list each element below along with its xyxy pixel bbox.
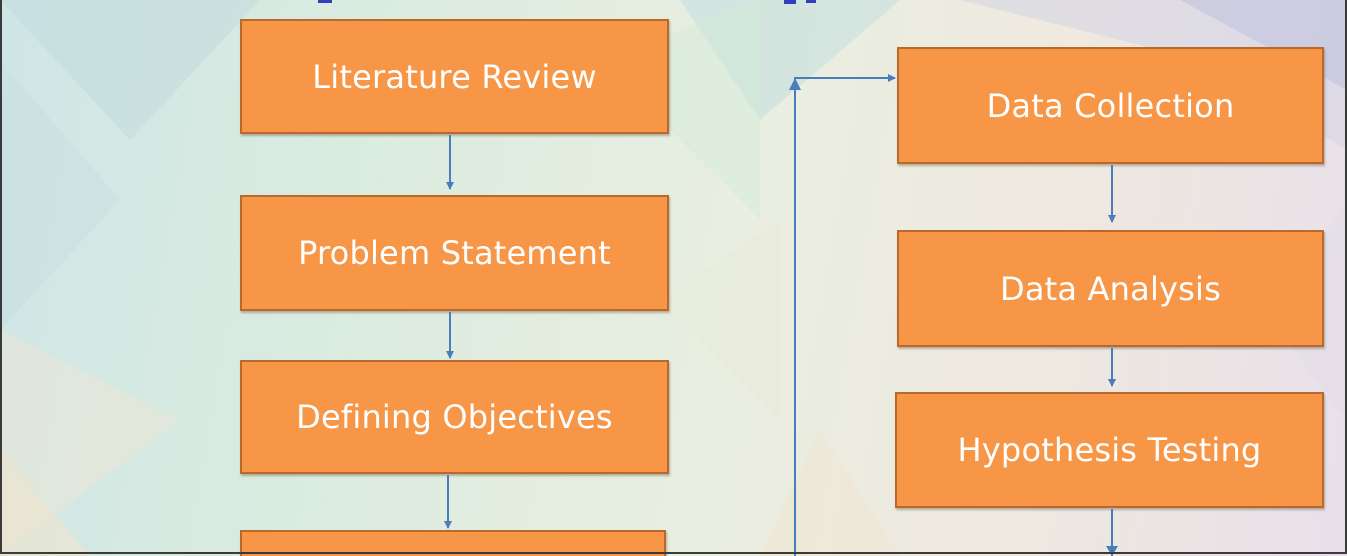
box-literature-review: Literature Review bbox=[240, 19, 669, 134]
box-hypothesis-testing: Hypothesis Testing bbox=[895, 392, 1324, 508]
box-defining-objectives: Defining Objectives bbox=[240, 360, 669, 474]
box-data-analysis: Data Analysis bbox=[897, 230, 1324, 347]
box-problem-statement: Problem Statement bbox=[240, 195, 669, 311]
box-data-collection: Data Collection bbox=[897, 47, 1324, 164]
box-partial-bottom bbox=[240, 530, 666, 556]
